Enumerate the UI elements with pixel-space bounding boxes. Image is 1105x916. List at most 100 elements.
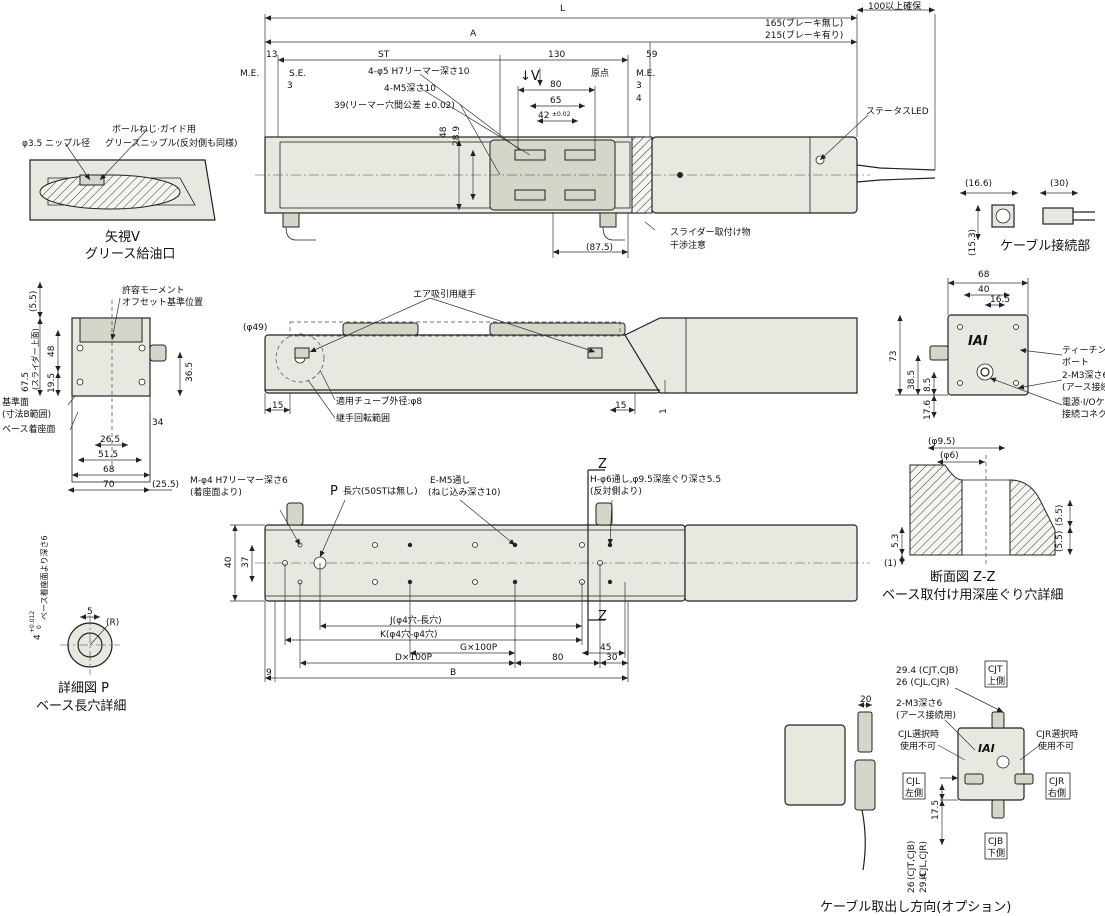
air-fitting-icon <box>599 212 617 228</box>
dim-19-5: 19.5 <box>47 373 57 393</box>
dim-100: 100以上確保 <box>868 0 921 12</box>
bottom-fitting-left <box>286 502 304 526</box>
side-view-slider-ghost <box>342 322 419 336</box>
view-v-section <box>39 174 181 210</box>
cable-connection-detail: (16.6) (30) (15.3) ケーブル接続部 <box>960 179 1095 256</box>
m4-label-1: M-φ4 H7リーマー深さ6 <box>190 475 288 486</box>
dim-9: 9 <box>266 668 272 678</box>
air-fitting-side-right <box>587 347 603 359</box>
dim-65-top: 65 <box>550 96 561 106</box>
cjt-box <box>984 660 1008 688</box>
leader <box>419 87 531 156</box>
leader <box>419 73 521 151</box>
dim-42-tolerance: ±0.02 <box>552 111 571 118</box>
view-v-arrow: ↓V <box>520 69 540 84</box>
option-m3-2: (アース接続用) <box>896 709 956 721</box>
iai-logo: IAI <box>968 334 988 349</box>
dim-26-5: 26.5 <box>100 435 120 445</box>
p-slot-label: 長穴(50STは無し) <box>343 485 418 497</box>
cjb-box-side: 下側 <box>987 847 1005 859</box>
dim-15-left: 15 <box>272 401 283 411</box>
option-cable-down <box>861 809 866 871</box>
dim-A: A <box>470 29 477 39</box>
option-iai-logo: IAI <box>978 742 995 755</box>
option-cable-right <box>1014 773 1034 785</box>
option-cjt-line-2: 26 (CJL,CJR) <box>896 678 949 688</box>
cjl-box-label: CJL <box>906 777 920 787</box>
slider-pad <box>514 189 546 201</box>
slider-pad <box>564 189 596 201</box>
cjl-box <box>902 772 926 800</box>
dim-130: 130 <box>548 50 565 60</box>
four-right: 4 <box>636 94 642 104</box>
option-m3-1: 2-M3深さ6 <box>896 698 942 709</box>
nipple-label: φ3.5 ニップル径 <box>22 137 90 149</box>
base-ref-1: 基準面 <box>2 396 29 408</box>
cjb-box <box>984 832 1008 860</box>
dim-40-bottom: 40 <box>224 556 234 568</box>
power-label-2: 接続コネクター <box>1062 408 1105 420</box>
option-motor-side <box>784 724 846 806</box>
cable-detail-title: ケーブル接続部 <box>1000 238 1090 254</box>
dim-B: B <box>450 668 456 678</box>
dim-34: 34 <box>152 418 164 428</box>
allow-moment-1: 許容モーメント <box>122 284 185 296</box>
reamer-pitch-note: 39(リーマー穴間公差 ±0.02) <box>334 99 455 111</box>
slider-note-2: 干渉注意 <box>670 239 706 251</box>
dim-73: 73 <box>889 351 899 362</box>
dim-59: 59 <box>646 50 658 60</box>
m3-label-1: 2-M3深さ6 <box>1062 370 1105 381</box>
dim-1-section: (1) <box>884 559 897 569</box>
view-v: φ3.5 ニップル径 ボールねじ·ガイド用 グリースニップル(反対側も同様) 矢… <box>22 124 238 262</box>
depth-value: 4 <box>33 634 43 640</box>
m3-label-2: (アース接続用) <box>1062 381 1105 393</box>
cjr-select-1: CJR選択時 <box>1036 728 1078 740</box>
top-view: L 100以上確保 A 165(ブレーキ無し) 215(ブレーキ有り) 13 S… <box>240 0 936 258</box>
dim-G: G×100P <box>460 643 498 653</box>
dim-16-6: (16.6) <box>965 179 992 189</box>
dim-30-cable: (30) <box>1050 179 1068 189</box>
dim-16-5: 16.5 <box>990 295 1010 305</box>
three-right: 3 <box>636 81 642 91</box>
dim-37: 37 <box>241 557 251 568</box>
phi49-label: (φ49) <box>243 323 267 333</box>
fitting-rotation-circle <box>275 333 325 383</box>
section-left <box>909 464 963 556</box>
e-label-1: E-M5通し <box>430 475 470 486</box>
center-mark <box>677 172 683 178</box>
dim-67-5: 67.5 <box>21 372 31 392</box>
side-view: エア吸引用継手 (φ49) 15 15 1 適用チューブ外径:φ8 継手回転範囲 <box>243 288 858 424</box>
radius-label: (R) <box>106 618 119 628</box>
cjt-box-label: CJT <box>988 665 1003 675</box>
slider-top-label: (スライダー上面) <box>30 328 40 390</box>
z-marker-bottom: Z <box>598 609 607 624</box>
cjt-box-side: 上側 <box>987 675 1005 687</box>
option-cable-left <box>964 773 984 785</box>
dim-28-9: 28.9 <box>452 126 462 146</box>
status-led-label: ステータスLED <box>866 106 929 117</box>
vertical-cjl-cjr: (CJL,CJR) <box>919 841 929 880</box>
air-joint-label: エア吸引用継手 <box>413 288 476 300</box>
cjl-select-1: CJL選択時 <box>898 728 939 740</box>
motor-end-view: IAI 68 40 16.5 ティーチング ポート 2-M3深さ6 (アース接続… <box>889 270 1105 420</box>
cable-line <box>856 164 936 171</box>
bottom-view: M-φ4 H7リーマー深さ6 (着座面より) P 長穴(50STは無し) E-M… <box>190 457 870 682</box>
cable-connector-side <box>1042 207 1074 225</box>
power-connector-icon <box>976 363 994 381</box>
teaching-label-2: ポート <box>1062 357 1089 368</box>
reamer-note: 4-φ5 H7リーマー深さ10 <box>368 66 470 77</box>
h-label-1: H-φ6通し,φ9.5深座ぐり深さ5.5 <box>590 473 721 485</box>
grease-nipple-icon <box>79 174 105 186</box>
depth-tolerance: +0.012 <box>29 611 36 633</box>
dim-L: L <box>560 4 565 14</box>
dim-ST: ST <box>378 50 390 60</box>
dim-42-top: 42 <box>538 111 549 121</box>
end-view-fitting <box>149 344 167 362</box>
rotation-label: 継手回転範囲 <box>336 412 390 424</box>
origin-label: 原点 <box>591 68 609 79</box>
air-fitting-side <box>294 347 310 359</box>
dim-K: K(φ4穴-φ4穴) <box>380 628 438 640</box>
cjr-box <box>1045 772 1071 800</box>
side-view-slider <box>489 322 626 336</box>
